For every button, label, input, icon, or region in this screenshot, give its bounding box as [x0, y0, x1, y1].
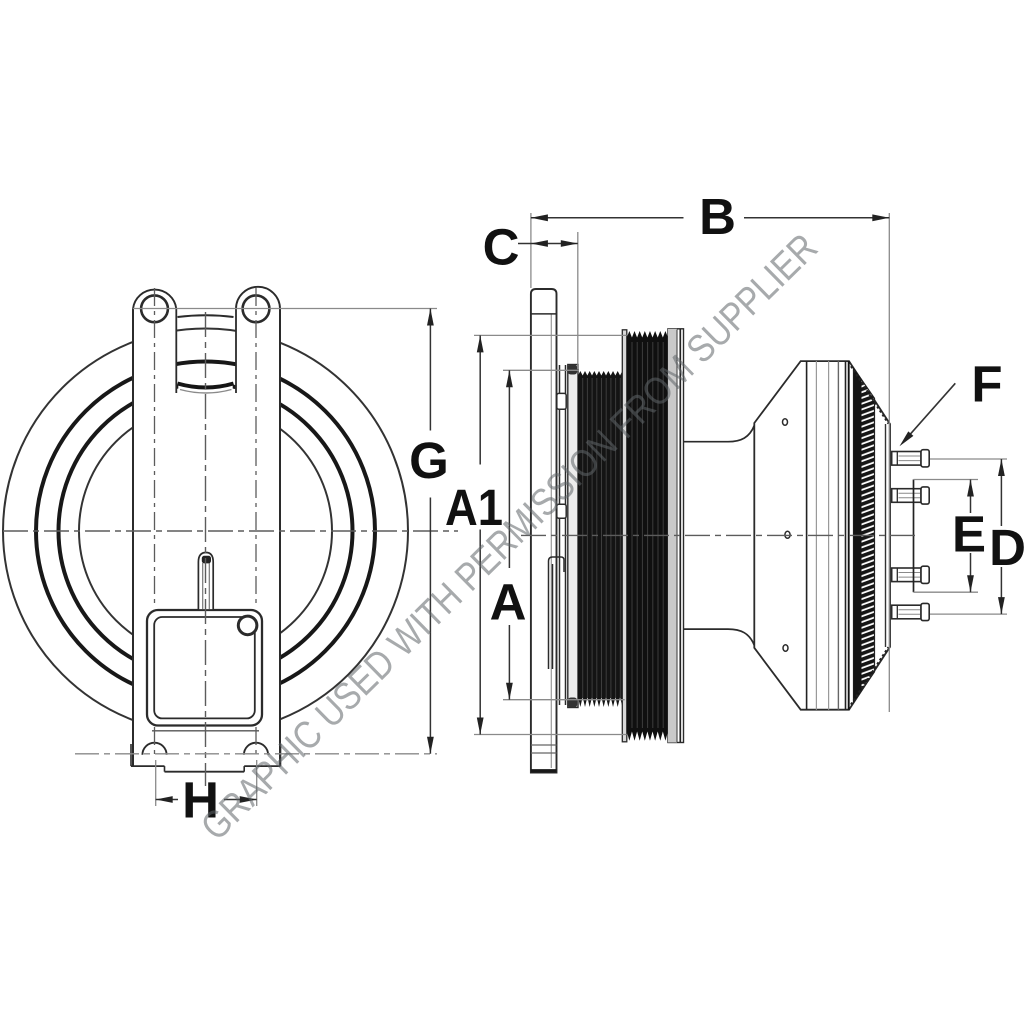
svg-text:G: G: [409, 432, 449, 489]
svg-text:F: F: [971, 356, 1002, 413]
svg-text:B: B: [699, 188, 736, 245]
svg-text:H: H: [182, 772, 219, 829]
svg-text:E: E: [952, 506, 986, 563]
svg-text:C: C: [483, 219, 520, 276]
svg-text:D: D: [989, 519, 1024, 576]
svg-text:A1: A1: [445, 479, 503, 536]
svg-text:A: A: [490, 574, 527, 631]
